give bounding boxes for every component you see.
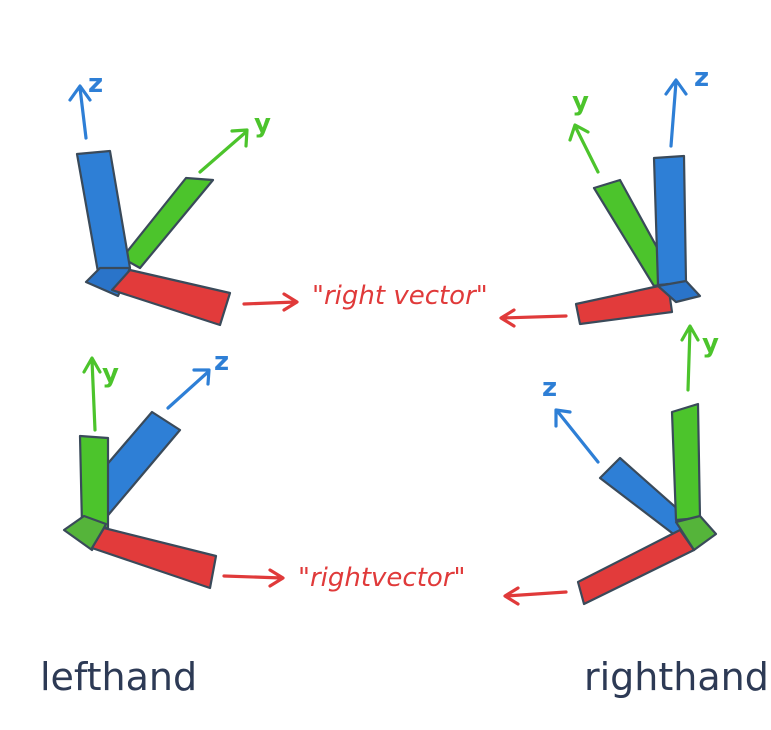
z-axis-arrow <box>68 84 92 140</box>
callout-top: "right vector" <box>242 281 568 328</box>
z-axis-bar <box>652 154 688 287</box>
z-axis-label: z <box>542 373 557 403</box>
y-axis-label: y <box>702 329 719 359</box>
frame-right-top: z y <box>568 63 709 326</box>
y-axis-arrow <box>198 128 249 174</box>
callout-arrow-right <box>503 586 568 606</box>
y-axis-bar <box>78 434 110 530</box>
y-axis-label: y <box>254 109 271 139</box>
callout-arrow-left <box>222 568 285 588</box>
z-axis-label: z <box>214 347 229 377</box>
frame-right-bottom: y z <box>542 324 719 606</box>
z-axis-arrow <box>166 368 211 410</box>
origin-cube <box>656 279 702 304</box>
y-axis-label: y <box>572 87 589 117</box>
y-axis-arrow <box>680 324 700 392</box>
z-axis-label: z <box>694 63 709 93</box>
z-axis-arrow <box>664 78 688 148</box>
x-axis-bar <box>576 528 696 606</box>
callout-bottom: "rightvector" <box>222 563 568 606</box>
y-axis-bar <box>120 176 215 270</box>
y-axis-label: y <box>102 359 119 389</box>
z-axis-bar <box>75 149 132 274</box>
caption-righthand: righthand <box>584 655 769 699</box>
frame-left-top: z y <box>68 69 271 327</box>
y-axis-arrow <box>568 123 600 174</box>
y-axis-arrow <box>82 356 102 432</box>
origin-cube <box>674 514 718 552</box>
callout-text: "right vector" <box>312 281 488 311</box>
caption-lefthand: lefthand <box>40 655 197 699</box>
frame-left-bottom: y z <box>62 347 229 590</box>
y-axis-bar <box>670 402 702 522</box>
callout-arrow-left <box>242 292 299 312</box>
z-axis-bar <box>102 410 182 522</box>
x-axis-bar <box>574 282 674 326</box>
x-axis-bar <box>90 526 218 590</box>
z-axis-label: z <box>88 69 103 99</box>
z-axis-arrow <box>554 408 600 464</box>
callout-arrow-right <box>499 308 568 328</box>
x-axis-bar <box>110 268 232 327</box>
callout-text: "rightvector" <box>298 563 465 593</box>
